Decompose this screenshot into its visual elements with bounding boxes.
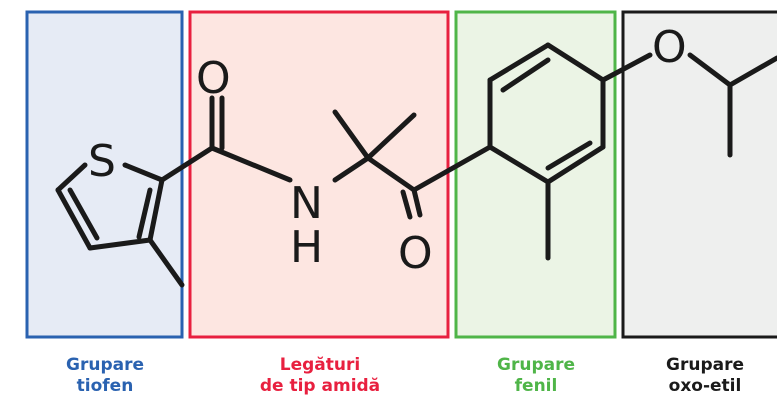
label-amide: Legături de tip amidă [230, 355, 410, 397]
label-oxoethyl-line2: oxo-etil [668, 376, 742, 396]
box-oxoethyl [621, 10, 777, 339]
label-thiophene-line1: Grupare [66, 355, 144, 375]
box-thiophene [25, 10, 184, 339]
box-amide [188, 10, 450, 339]
label-amide-line2: de tip amidă [259, 376, 381, 396]
label-phenyl: Grupare fenil [471, 355, 601, 397]
label-thiophene: Grupare tiofen [40, 355, 170, 397]
atom-oxygen-ether: O [652, 22, 687, 73]
atom-nitrogen: N [290, 178, 323, 229]
label-phenyl-line1: Grupare [497, 355, 575, 375]
bonds [55, 42, 777, 288]
atom-oxygen-top: O [196, 53, 231, 104]
label-amide-line1: Legături [279, 355, 361, 375]
label-thiophene-line2: tiofen [76, 376, 134, 396]
atom-hydrogen: H [290, 222, 323, 273]
atom-oxygen-bottom: O [398, 228, 433, 279]
label-phenyl-line2: fenil [514, 376, 558, 396]
label-oxoethyl-line1: Grupare [666, 355, 744, 375]
label-oxoethyl: Grupare oxo-etil [640, 355, 770, 397]
atom-sulfur: S [88, 136, 116, 187]
